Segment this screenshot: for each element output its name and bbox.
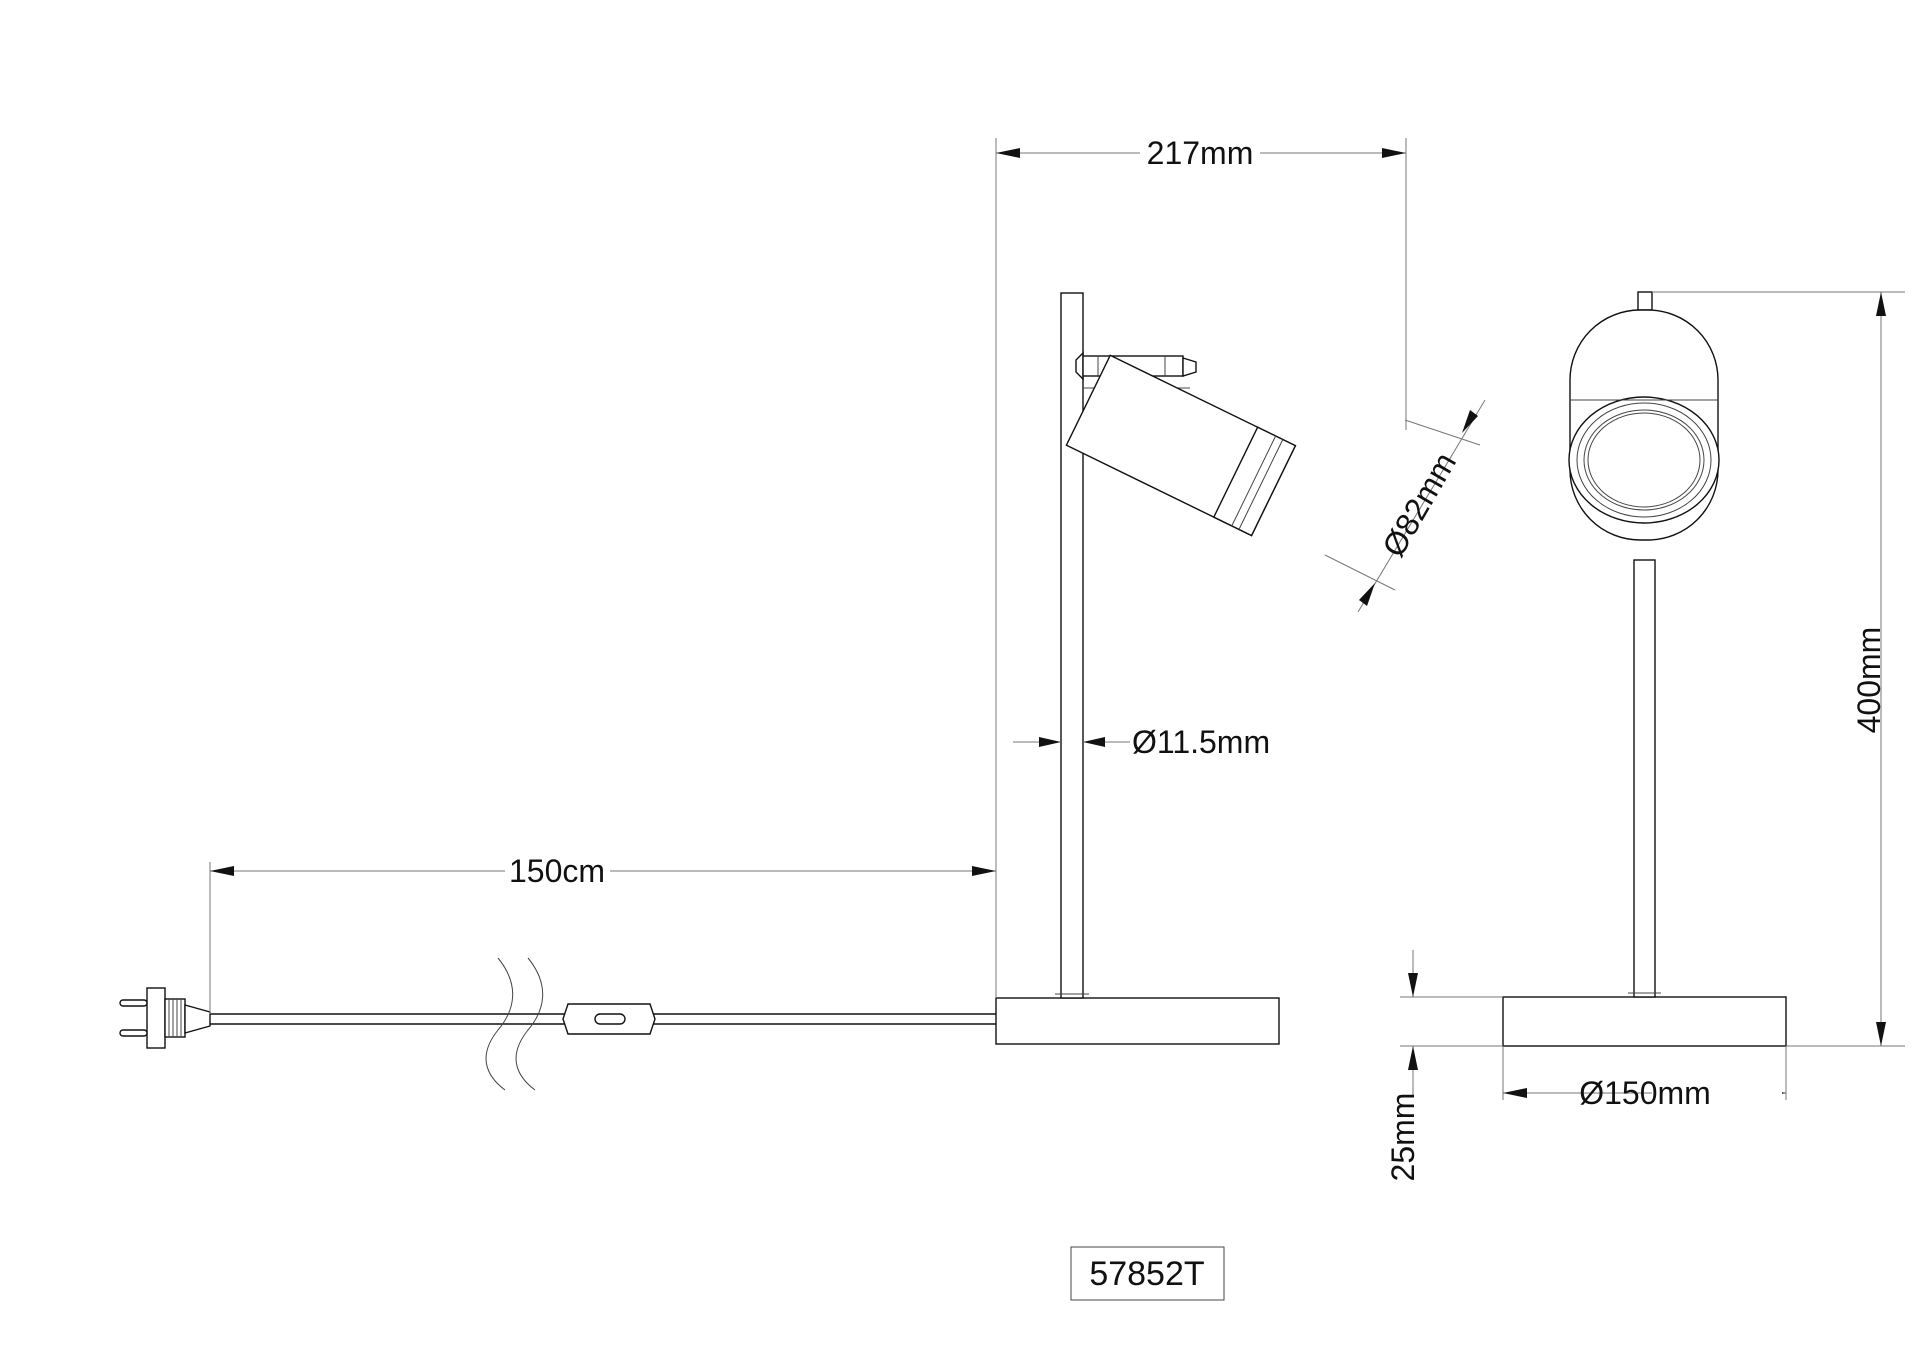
- dim-label-width-total: 217mm: [1147, 135, 1254, 171]
- side-view-lamp: [995, 292, 1297, 1045]
- dim-label-cable-length: 150cm: [509, 853, 605, 889]
- euro-plug: [119, 987, 211, 1049]
- inline-switch: [562, 1003, 656, 1035]
- side-stem: [1060, 292, 1084, 999]
- side-base: [995, 997, 1280, 1045]
- front-stem: [1633, 559, 1656, 998]
- front-shade: [1568, 309, 1720, 541]
- model-number: 57852T: [1089, 1255, 1204, 1293]
- side-shade: [1065, 354, 1297, 537]
- dim-label-base-height: 25mm: [1385, 1093, 1421, 1182]
- dim-label-stem-diameter: Ø11.5mm: [1132, 724, 1270, 760]
- dim-label-base-diameter: Ø150mm: [1579, 1075, 1711, 1111]
- front-view-lamp: [1502, 291, 1787, 1047]
- dim-label-height-total: 400mm: [1851, 627, 1887, 734]
- cable-break-mark: [485, 957, 514, 1091]
- model-number-box: 57852T: [1070, 1246, 1225, 1301]
- dim-label-shade-diameter: Ø82mm: [1375, 446, 1463, 563]
- front-base: [1502, 996, 1787, 1047]
- front-top-cap: [1637, 291, 1653, 311]
- power-cable: [119, 957, 996, 1091]
